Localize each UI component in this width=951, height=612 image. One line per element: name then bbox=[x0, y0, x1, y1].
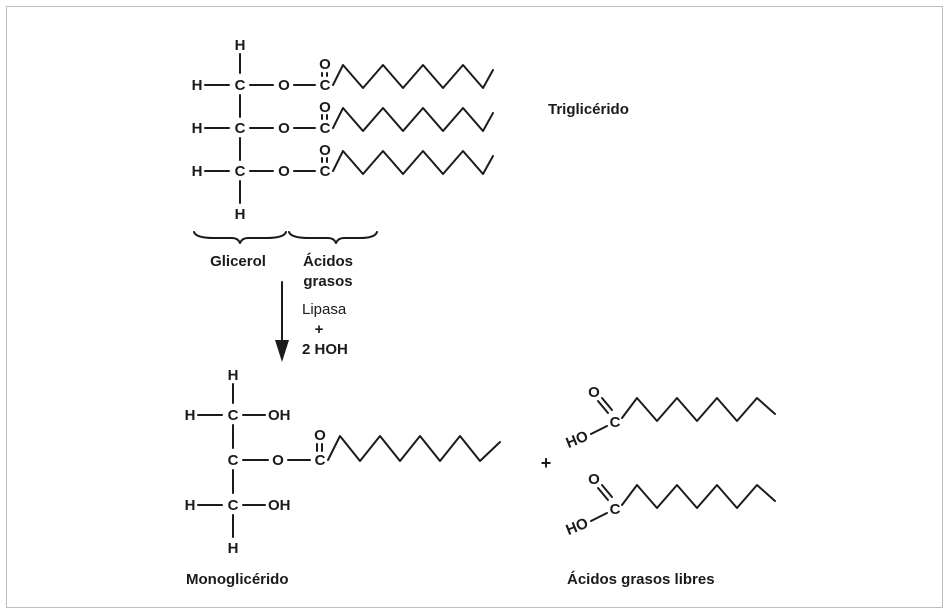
fatty-acid-chain-2 bbox=[332, 107, 494, 132]
label-fatty-acids-line1: Ácidos bbox=[303, 253, 353, 270]
atom-c-carbonyl: C bbox=[315, 452, 326, 469]
atom-c-glycerol-3: C bbox=[228, 497, 239, 514]
bond bbox=[590, 425, 608, 435]
fatty-acid-chain bbox=[621, 484, 776, 509]
atom-c-carbonyl-3: C bbox=[320, 163, 331, 180]
atom-c-carboxyl: C bbox=[610, 501, 621, 518]
atom-o-carbonyl: O bbox=[588, 471, 600, 488]
atom-c-glycerol-2: C bbox=[235, 120, 246, 137]
reaction-arrow-head bbox=[275, 340, 289, 362]
atom-h-left-3: H bbox=[185, 497, 196, 514]
brace-fatty-acids bbox=[288, 231, 378, 244]
figure-frame bbox=[6, 6, 943, 608]
atom-c-glycerol-1: C bbox=[235, 77, 246, 94]
free-fatty-acid-1: O C HO bbox=[564, 384, 776, 452]
atom-c-glycerol-2: C bbox=[228, 452, 239, 469]
atom-o-ester-3: O bbox=[278, 163, 290, 180]
monoglyceride-structure: H H C OH C O C O H C OH H bbox=[185, 367, 501, 557]
atom-o-ester: O bbox=[272, 452, 284, 469]
atom-h-top: H bbox=[228, 367, 239, 384]
atom-o-carbonyl: O bbox=[314, 427, 326, 444]
atom-h-left-1: H bbox=[185, 407, 196, 424]
fatty-acid-chain-3 bbox=[332, 150, 494, 175]
bond bbox=[601, 397, 613, 411]
label-water: 2 HOH bbox=[302, 341, 348, 358]
atom-o-carbonyl-3: O bbox=[319, 142, 331, 159]
triglyceride-structure: H H C O C O H C O C O H C O C bbox=[192, 37, 494, 223]
atom-o-carbonyl: O bbox=[588, 384, 600, 401]
fatty-acid-chain bbox=[621, 397, 776, 422]
atom-o-ester-2: O bbox=[278, 120, 290, 137]
fatty-acid-chain bbox=[327, 435, 501, 462]
atom-h-bottom: H bbox=[228, 540, 239, 557]
bond bbox=[597, 400, 609, 414]
label-enzyme: Lipasa bbox=[302, 301, 347, 318]
atom-oh-1: OH bbox=[268, 407, 291, 424]
atom-h-left-2: H bbox=[192, 120, 203, 137]
brace-glycerol bbox=[193, 231, 287, 244]
atom-h-bottom: H bbox=[235, 206, 246, 223]
atom-c-carboxyl: C bbox=[610, 414, 621, 431]
atom-o-carbonyl-1: O bbox=[319, 56, 331, 73]
label-plus-water: + bbox=[315, 321, 324, 338]
label-triglyceride: Triglicérido bbox=[548, 101, 629, 118]
atom-c-carbonyl-2: C bbox=[320, 120, 331, 137]
atom-h-left-1: H bbox=[192, 77, 203, 94]
bond bbox=[590, 512, 608, 522]
atom-ho: HO bbox=[564, 515, 592, 539]
label-reaction-plus: + bbox=[541, 453, 552, 473]
atom-h-left-3: H bbox=[192, 163, 203, 180]
atom-c-glycerol-3: C bbox=[235, 163, 246, 180]
atom-o-carbonyl-2: O bbox=[319, 99, 331, 116]
atom-oh-3: OH bbox=[268, 497, 291, 514]
atom-ho: HO bbox=[564, 428, 592, 452]
fatty-acid-chain-1 bbox=[332, 64, 494, 89]
label-glycerol: Glicerol bbox=[210, 253, 266, 270]
label-monoglyceride: Monoglicérido bbox=[186, 571, 289, 588]
atom-h-top: H bbox=[235, 37, 246, 54]
atom-c-glycerol-1: C bbox=[228, 407, 239, 424]
label-fatty-acids-line2: grasos bbox=[303, 273, 352, 290]
label-free-fatty-acids: Ácidos grasos libres bbox=[567, 571, 715, 588]
bond bbox=[601, 484, 613, 498]
free-fatty-acid-2: O C HO bbox=[564, 471, 776, 539]
bond bbox=[597, 487, 609, 501]
atom-o-ester-1: O bbox=[278, 77, 290, 94]
atom-c-carbonyl-1: C bbox=[320, 77, 331, 94]
